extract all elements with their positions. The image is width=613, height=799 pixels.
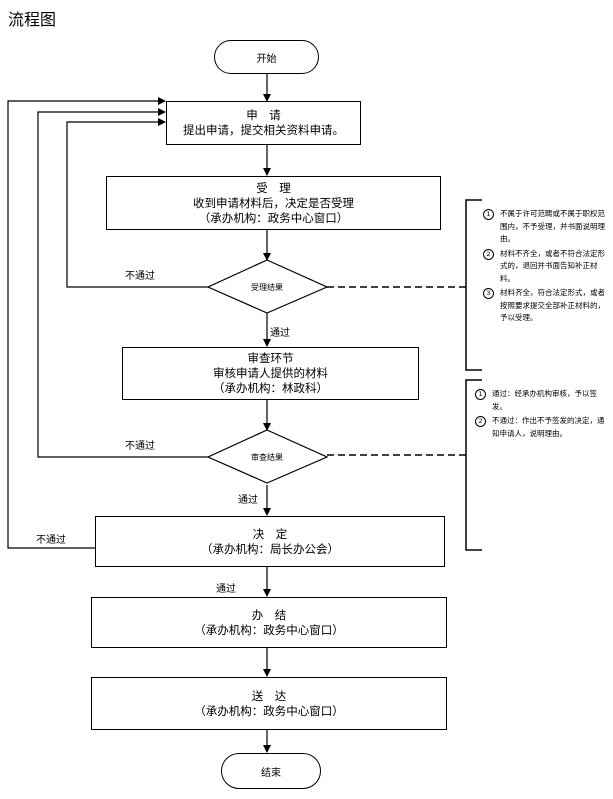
step-review-line-1: 审核申请人提供的材料 xyxy=(213,366,328,380)
decision-accept-label: 受理结果 xyxy=(251,283,283,292)
loop-decide-fail xyxy=(7,97,166,549)
note-review-num-2: 2 xyxy=(475,416,486,427)
step-finish-title: 办 结 xyxy=(251,607,287,622)
edge-label-decide-pass: 通过 xyxy=(216,584,236,595)
note-review-text-2: 不通过：作出不予签发的决定，通知申请人，说明理由。 xyxy=(492,416,605,438)
step-review: 审查环节 审核申请人提供的材料 （承办机构：林政科） xyxy=(122,347,419,400)
edge-label-review-fail: 不通过 xyxy=(125,441,155,452)
note-accept-text-3: 材料齐全，符合法定形式，或者按照要求提交全部补正材料的，予以受理。 xyxy=(500,288,605,322)
page-title: 流程图 xyxy=(8,10,57,29)
note-accept-item: 2 材料不齐全，或者不符合法定形式的，退回并书面告知补正材料。 xyxy=(483,248,608,286)
loop-review-fail xyxy=(37,108,208,458)
loop-accept-fail xyxy=(66,118,208,288)
step-apply: 申 请 提出申请，提交相关资料申请。 xyxy=(166,101,361,145)
step-accept-line-1: 收到申请材料后，决定是否受理 xyxy=(193,195,354,210)
note-review: 1 通过：经承办机构审核，予以签发。 2 不通过：作出不予签发的决定，通知申请人… xyxy=(475,388,605,442)
step-apply-line-1: 提出申请，提交相关资料申请。 xyxy=(183,123,344,137)
note-bracket-accept xyxy=(465,199,482,371)
step-review-title: 审查环节 xyxy=(247,351,294,365)
edge-label-decide-fail: 不通过 xyxy=(36,535,66,546)
note-accept: 1 不属于许可范畴或不属于职权范围内，不予受理，并书面说明理由。 2 材料不齐全… xyxy=(483,208,608,327)
start-node: 开始 xyxy=(214,40,319,74)
diamond-accept-result xyxy=(206,259,329,314)
step-deliver: 送 达 （承办机构：政务中心窗口） xyxy=(91,677,447,730)
note-accept-num-1: 1 xyxy=(483,209,494,220)
step-deliver-line-1: （承办机构：政务中心窗口） xyxy=(194,703,344,718)
step-accept-title: 受 理 xyxy=(256,180,291,195)
diamond-review-result xyxy=(206,429,329,484)
step-decide-line-1: （承办机构：局长办公会） xyxy=(201,541,339,556)
step-decide-title: 决 定 xyxy=(252,526,288,541)
note-accept-num-2: 2 xyxy=(483,248,494,260)
step-review-line-2: （承办机构：林政科） xyxy=(213,381,328,395)
decision-review-label: 审查结果 xyxy=(251,453,283,462)
note-review-text-1: 通过：经承办机构审核，予以签发。 xyxy=(492,389,597,411)
note-accept-num-3: 3 xyxy=(483,288,494,299)
step-decide: 决 定 （承办机构：局长办公会） xyxy=(95,516,445,567)
note-review-item: 2 不通过：作出不予签发的决定，通知申请人，说明理由。 xyxy=(475,415,605,440)
edge-label-accept-fail: 不通过 xyxy=(125,271,155,282)
note-accept-item: 3 材料齐全，符合法定形式，或者按照要求提交全部补正材料的，予以受理。 xyxy=(483,287,608,325)
step-finish-line-1: （承办机构：政务中心窗口） xyxy=(194,622,344,637)
step-accept: 受 理 收到申请材料后，决定是否受理 （承办机构：政务中心窗口） xyxy=(106,176,441,230)
note-bracket-review xyxy=(465,379,482,551)
edge-label-review-pass: 通过 xyxy=(238,495,258,506)
note-review-num-1: 1 xyxy=(475,389,486,400)
end-node: 结束 xyxy=(221,753,321,789)
step-apply-title: 申 请 xyxy=(246,108,281,122)
note-accept-item: 1 不属于许可范畴或不属于职权范围内，不予受理，并书面说明理由。 xyxy=(483,208,608,246)
note-accept-text-1: 不属于许可范畴或不属于职权范围内，不予受理，并书面说明理由。 xyxy=(500,209,605,243)
step-deliver-title: 送 达 xyxy=(251,688,287,703)
step-finish: 办 结 （承办机构：政务中心窗口） xyxy=(91,597,447,648)
edge-label-accept-pass: 通过 xyxy=(270,328,290,339)
step-accept-line-2: （承办机构：政务中心窗口） xyxy=(198,210,349,225)
note-review-item: 1 通过：经承办机构审核，予以签发。 xyxy=(475,388,605,413)
note-accept-text-2: 材料不齐全，或者不符合法定形式的，退回并书面告知补正材料。 xyxy=(500,248,605,283)
